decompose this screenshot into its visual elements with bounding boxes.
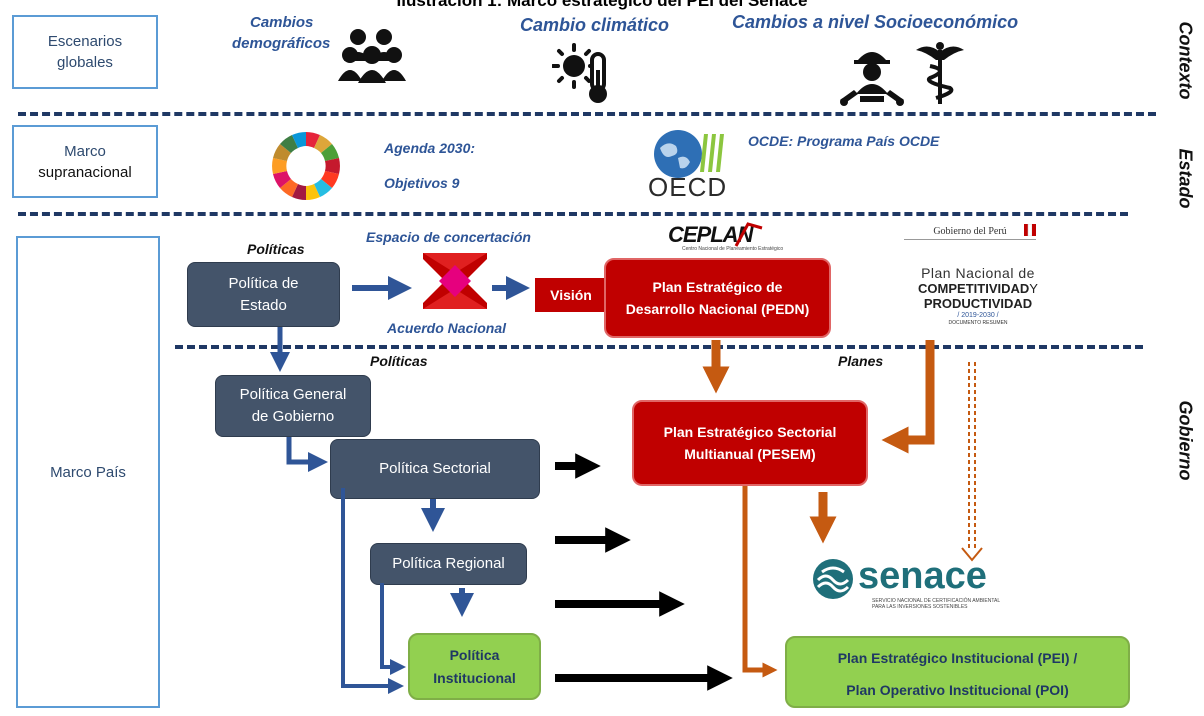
separator-contexto-estado (18, 112, 1156, 116)
label-cambios-demograficos: Cambios demográficos (232, 12, 330, 54)
arrow-regional-to-institucional-side (380, 583, 406, 675)
pnc-logo: Gobierno del Perú (904, 226, 1036, 240)
label-agenda-2030: Agenda 2030: (384, 140, 476, 156)
frame-marco-supranacional: Marco supranacional (12, 125, 158, 198)
frame-escenarios-globales: Escenarios globales (12, 15, 158, 89)
pnc-years: / 2019-2030 / (957, 312, 999, 319)
arrow-general-to-sectorial (286, 437, 328, 472)
box-pesem: Plan Estratégico Sectorial Multianual (P… (632, 400, 868, 486)
box-pedn-line1: Plan Estratégico de (652, 279, 783, 295)
box-politica-regional: Política Regional (370, 543, 527, 585)
oecd-globe-icon (654, 130, 724, 178)
arrow-pesem-to-pei (742, 486, 778, 678)
box-politica-estado-line1: Política de (228, 274, 299, 292)
label-espacio-concertacion: Espacio de concertación (366, 229, 531, 245)
box-politica-general: Política General de Gobierno (215, 375, 371, 437)
box-politica-institucional: Política Institucional (408, 633, 541, 700)
figure-title: Ilustración 1: Marco estratégico del PEI… (396, 0, 808, 10)
label-ocde-programa: OCDE: Programa País OCDE (748, 133, 940, 149)
people-icon (338, 29, 406, 83)
label-planes: Planes (838, 353, 884, 369)
ceplan-subtitle: Centro Nacional de Planeamiento Estratég… (682, 246, 784, 252)
box-politica-inst-line1: Política (449, 646, 500, 663)
box-pei-line1: Plan Estratégico Institucional (PEI) / (837, 650, 1078, 666)
pnc-y: Y (1029, 281, 1038, 296)
label-cambio-climatico: Cambio climático (520, 15, 670, 35)
box-pedn-line2: Desarrollo Nacional (PEDN) (625, 301, 810, 317)
arrow-dashed-head (961, 547, 983, 562)
label-objetivos-9: Objetivos 9 (384, 175, 460, 191)
label-cambios-line2: demográficos (232, 35, 331, 52)
senace-sub-line1: SERVICIO NACIONAL DE CERTIFICACIÓN AMBIE… (872, 598, 1001, 604)
box-politica-regional-label: Política Regional (392, 555, 505, 572)
pnc-competitividad: COMPETITIVIDAD (918, 281, 1030, 296)
vision-label: Visión (535, 278, 607, 312)
pnc-doc: DOCUMENTO RESUMEN (948, 320, 1008, 326)
box-pei-poi: Plan Estratégico Institucional (PEI) / P… (785, 636, 1130, 708)
oecd-wordmark: OECD (648, 172, 728, 202)
box-politica-general-line1: Política General (239, 386, 347, 403)
box-politica-estado-line2: Estado (240, 296, 287, 314)
senace-logo-icon (813, 559, 853, 599)
arrow-pnc-to-pesem (881, 340, 935, 454)
caduceus-icon (916, 42, 964, 104)
acuerdo-nacional-icon (423, 253, 487, 309)
pnc-line2: COMPETITIVIDADY (896, 281, 1060, 296)
gobierno-peru-label: Gobierno del Perú (904, 226, 1036, 240)
pnc-text: Plan Nacional de COMPETITIVIDADY PRODUCT… (896, 266, 1060, 327)
senace-subtitle: SERVICIO NACIONAL DE CERTIFICACIÓN AMBIE… (872, 598, 1000, 610)
label-politicas-mid: Políticas (370, 353, 428, 369)
arrow-sectorial-to-institucional (341, 488, 404, 694)
frame-escenarios-line1: Escenarios (47, 33, 123, 50)
box-pesem-line1: Plan Estratégico Sectorial (663, 424, 837, 440)
sdg-wheel-icon (272, 131, 340, 201)
pnc-line1: Plan Nacional de (921, 265, 1035, 281)
label-cambios-socioeconomico: Cambios a nivel Socioeconómico (732, 12, 1019, 32)
box-politica-sectorial-label: Política Sectorial (379, 460, 491, 477)
box-pesem-line2: Multianual (PESEM) (684, 446, 816, 462)
frame-marco-supra-line2: supranacional (38, 163, 132, 181)
sun-thermometer-icon (552, 43, 607, 103)
worker-icon (840, 52, 904, 106)
label-politicas-top: Políticas (247, 241, 305, 257)
pnc-line3: PRODUCTIVIDAD (923, 296, 1033, 311)
peru-shield-icon (1024, 224, 1036, 236)
senace-wordmark: senace (858, 555, 987, 597)
label-acuerdo-nacional: Acuerdo Nacional (387, 320, 507, 336)
separator-estado-gobierno-inner (175, 345, 1143, 349)
ceplan-mark-icon (734, 222, 763, 247)
box-pei-line2: Plan Operativo Institucional (POI) (846, 682, 1069, 698)
frame-marco-pais: Marco País (16, 236, 160, 708)
box-politica-estado: Política de Estado (187, 262, 340, 327)
frame-marco-supra-line1: Marco (64, 142, 106, 160)
box-politica-inst-line2: Institucional (433, 669, 516, 686)
box-politica-general-line2: de Gobierno (251, 408, 335, 425)
box-pedn: Plan Estratégico de Desarrollo Nacional … (604, 258, 831, 338)
separator-estado-gobierno (18, 212, 1128, 216)
senace-sub-line2: PARA LAS INVERSIONES SOSTENIBLES (872, 604, 968, 610)
frame-marco-pais-label: Marco País (50, 463, 126, 481)
frame-escenarios-line2: globales (57, 54, 113, 71)
label-cambios-line1: Cambios (250, 14, 314, 31)
box-politica-sectorial: Política Sectorial (330, 439, 540, 499)
